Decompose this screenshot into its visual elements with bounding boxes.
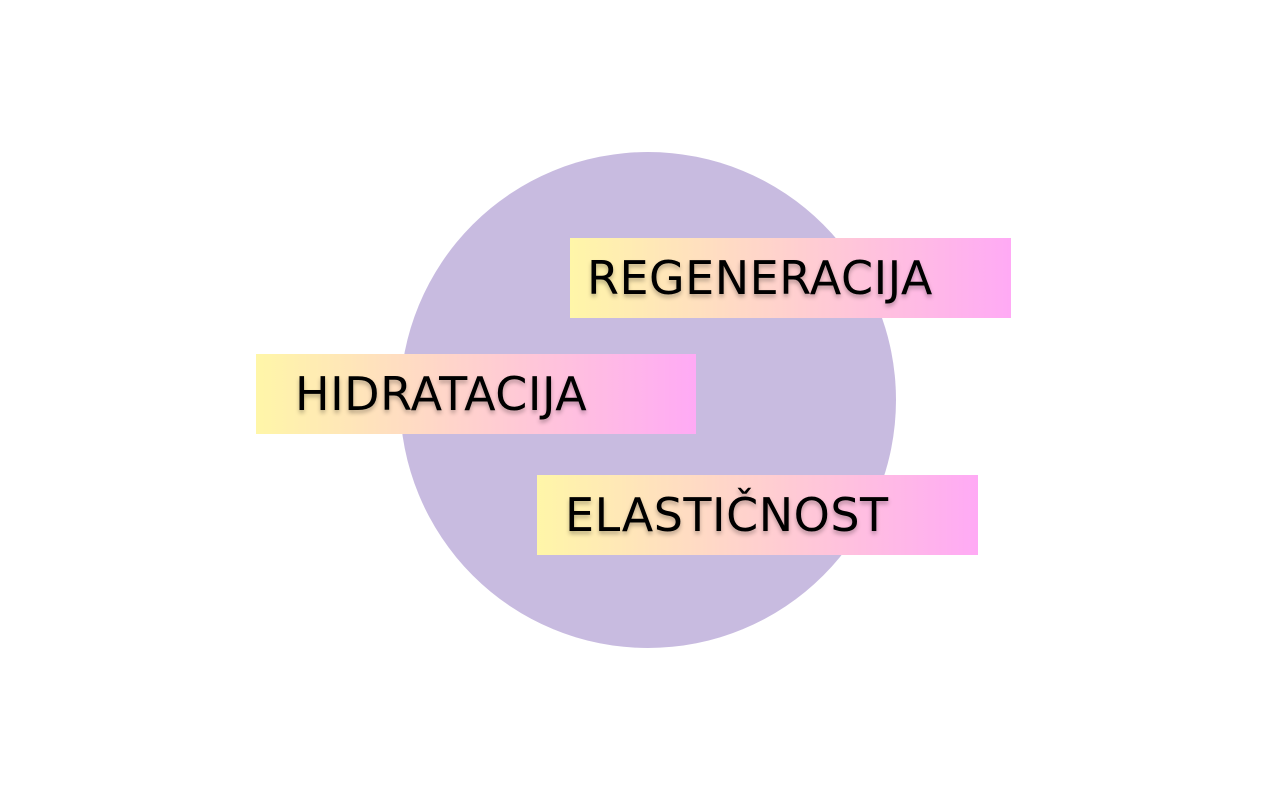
label-regeneracija: REGENERACIJA xyxy=(570,238,1011,318)
label-regeneracija-text: REGENERACIJA xyxy=(587,251,933,305)
label-elasticnost-text: ELASTIČNOST xyxy=(565,488,889,542)
label-hidratacija: HIDRATACIJA xyxy=(256,354,696,434)
label-elasticnost: ELASTIČNOST xyxy=(537,475,978,555)
label-hidratacija-text: HIDRATACIJA xyxy=(295,367,588,421)
